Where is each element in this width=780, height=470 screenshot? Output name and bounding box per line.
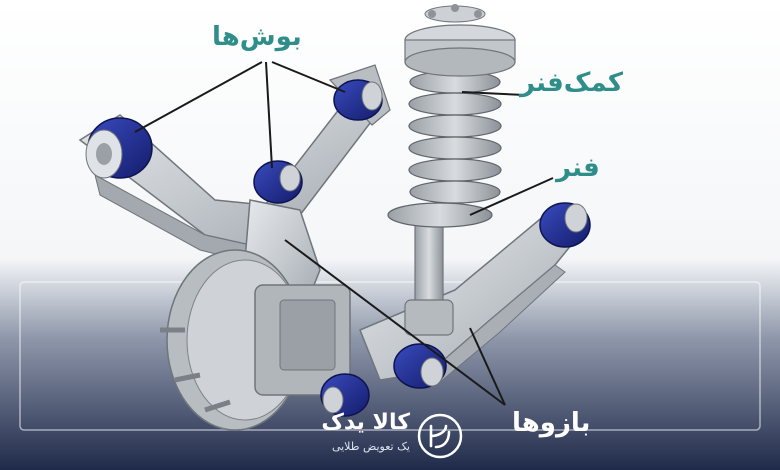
- frame-border: [19, 281, 761, 431]
- bushing-upper-right: [333, 79, 383, 121]
- top-mount: [404, 4, 516, 77]
- coil-spring: [387, 70, 502, 228]
- brand-tagline: یک تعویض طلایی: [331, 440, 410, 453]
- label-spring: فنر: [556, 153, 600, 183]
- brand-name: کالا یدک: [321, 410, 410, 435]
- bushing-lower-left: [320, 373, 370, 417]
- brake-disc-hub: [160, 249, 351, 431]
- bushing-upper-left: [85, 117, 153, 179]
- label-shock-spring: کمک‌فنر: [520, 68, 623, 98]
- bushing-lower-middle: [393, 343, 447, 389]
- brand-block: کالا یدک یک تعویض طلایی: [300, 410, 470, 466]
- leader-lines: [134, 61, 554, 406]
- bushing-middle: [253, 160, 303, 204]
- shock-absorber: [404, 221, 454, 336]
- kalayadak-logo-icon: [417, 413, 463, 459]
- label-arms: بازوها: [512, 408, 591, 438]
- bushing-lower-right: [539, 202, 591, 248]
- label-bushings: بوش‌ها: [212, 22, 302, 52]
